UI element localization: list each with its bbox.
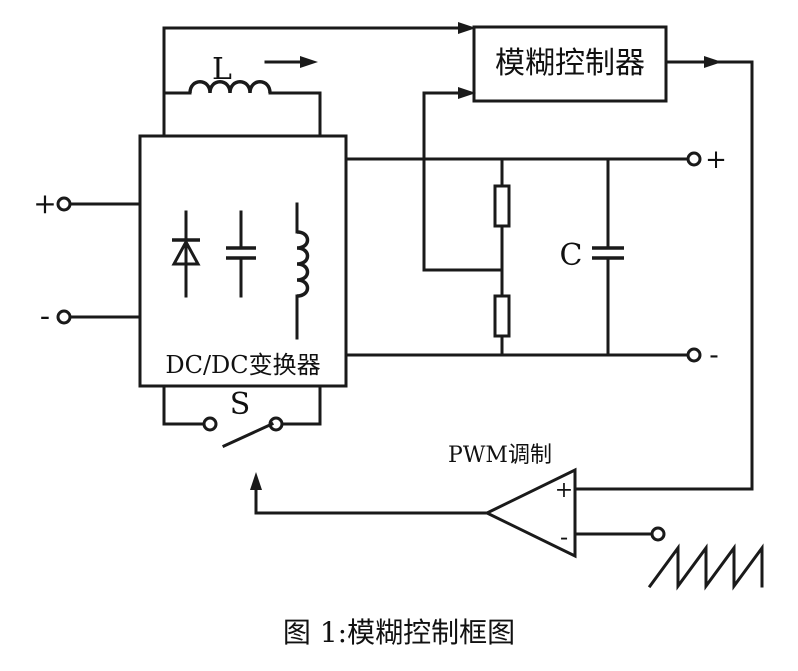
current-direction-arrow xyxy=(300,56,318,68)
divider-feedback-wire xyxy=(422,91,462,272)
fuzzy-controller-box xyxy=(472,25,668,103)
pwm-output-wire xyxy=(254,486,489,515)
switch-blade xyxy=(222,422,274,448)
inductor-coil xyxy=(188,80,272,94)
sawtooth-input-terminal xyxy=(650,526,666,542)
switch-wire-left xyxy=(162,384,206,426)
output-plus-terminal xyxy=(686,151,702,167)
inductor-wire-left xyxy=(162,91,192,137)
pwm-label: PWM调制 xyxy=(448,443,552,468)
coil-icon xyxy=(295,202,310,340)
dcdc-converter-box xyxy=(138,134,348,388)
comparator-minus-label: - xyxy=(560,523,568,551)
inductor-wire-right xyxy=(268,91,322,137)
figure-caption: 图 1:模糊控制框图 xyxy=(283,616,515,649)
inductor-label: L xyxy=(212,52,232,87)
fuzzy-controller-label: 模糊控制器 xyxy=(495,46,645,81)
switch-label: S xyxy=(230,387,251,422)
input-minus-terminal xyxy=(56,309,72,325)
output-capacitor-label: C xyxy=(560,238,583,273)
capacitor-icon xyxy=(226,210,256,298)
controller-output-arrow xyxy=(704,56,722,68)
diode-icon xyxy=(171,210,201,298)
input-minus-label: - xyxy=(40,299,50,334)
input-plus-terminal xyxy=(56,196,72,212)
upper-resistor-icon xyxy=(493,184,511,228)
lower-resistor-icon xyxy=(493,294,511,338)
sawtooth-wave-icon xyxy=(647,543,764,591)
divider-resistors xyxy=(422,157,511,357)
dcdc-converter-label: DC/DC变换器 xyxy=(165,351,320,379)
output-minus-terminal xyxy=(686,347,702,363)
comparator-plus-label: + xyxy=(555,478,573,503)
output-capacitor-icon xyxy=(592,157,624,357)
output-plus-label: + xyxy=(705,145,727,175)
controller-input-arrow-top xyxy=(458,22,476,34)
top-feedback-wire xyxy=(162,26,462,137)
pwm-output-arrow xyxy=(250,472,262,490)
controller-output-wire xyxy=(573,60,754,491)
output-minus-label: - xyxy=(709,338,718,371)
controller-input-arrow-mid xyxy=(458,87,476,99)
switch-wire-right xyxy=(280,384,322,426)
input-plus-label: + xyxy=(33,187,56,220)
pwm-comparator-icon xyxy=(483,467,577,559)
switch-left-contact xyxy=(202,416,218,432)
